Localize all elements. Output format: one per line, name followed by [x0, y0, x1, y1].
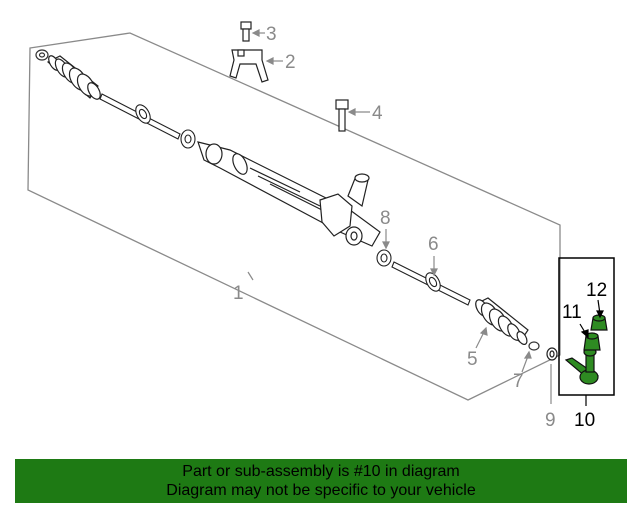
mount-bolt [335, 99, 349, 132]
callout-7: 7 [513, 371, 524, 392]
callout-8: 8 [380, 208, 391, 229]
left-boot-clamp [35, 49, 49, 61]
callout-9: 9 [545, 410, 556, 431]
right-boot-clamp [528, 341, 540, 351]
callout-2: 2 [285, 52, 296, 73]
callout-11: 11 [562, 302, 582, 323]
callout-5: 5 [467, 349, 478, 370]
bracket-bolt [240, 21, 252, 42]
tie-rod-washer [546, 347, 558, 361]
parts-diagram: 1 2 3 4 5 6 7 8 9 10 11 12 [27, 21, 615, 431]
right-tie-rod [391, 261, 471, 306]
left-tie-rod [99, 93, 196, 149]
right-boot [474, 297, 529, 345]
notice-line-2: Diagram may not be specific to your vehi… [166, 482, 476, 499]
callout-3: 3 [266, 24, 277, 45]
callout-4: 4 [372, 103, 383, 124]
callout-10: 10 [574, 410, 595, 431]
callout-12: 12 [586, 280, 607, 301]
rack-bushing [376, 249, 392, 267]
tie-rod-end [564, 347, 599, 385]
callout-6: 6 [428, 234, 439, 255]
rack-assembly-outline [27, 32, 561, 401]
dust-cap [590, 314, 608, 331]
steering-rack-housing [197, 141, 381, 247]
castle-nut [583, 332, 601, 351]
highlight-leaders [579, 299, 604, 339]
left-boot [46, 55, 101, 100]
notice-line-1: Part or sub-assembly is #10 in diagram [182, 463, 460, 480]
notice-banner: Part or sub-assembly is #10 in diagram D… [15, 459, 627, 503]
callout-leaders [247, 29, 532, 373]
callout-1: 1 [233, 283, 244, 304]
mounting-bracket [229, 49, 269, 83]
